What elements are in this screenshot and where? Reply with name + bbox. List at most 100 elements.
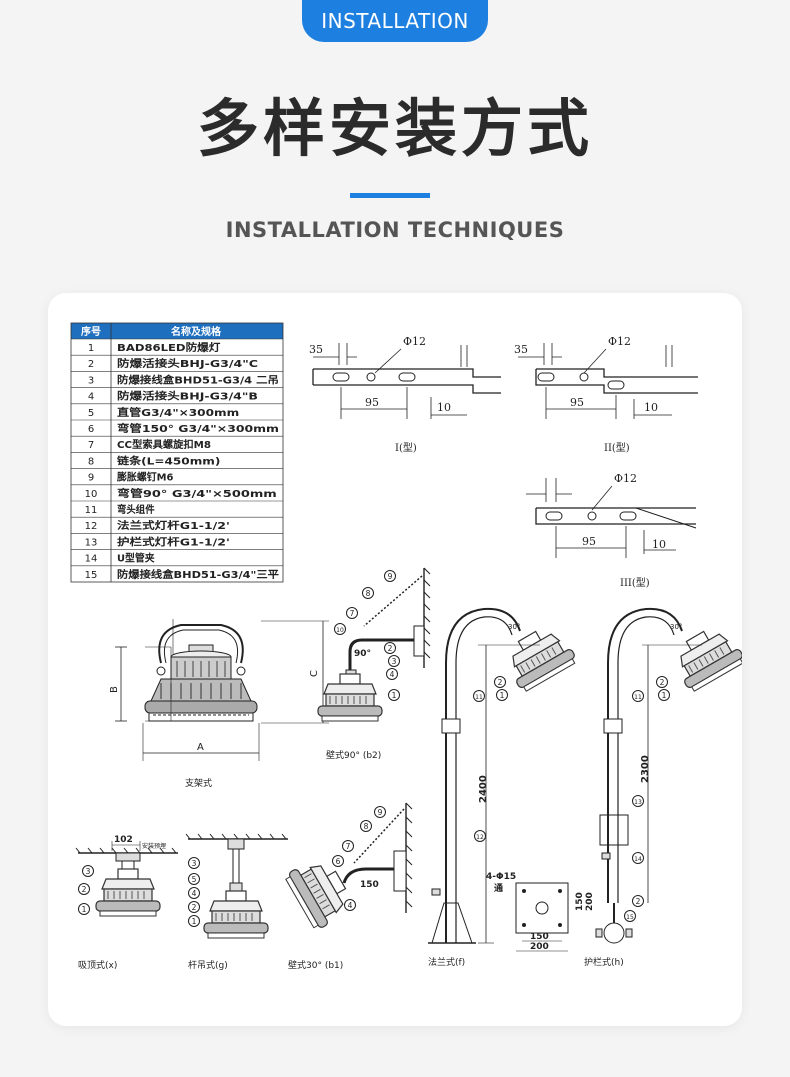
callout-number: 2 [660, 678, 665, 687]
caption-flange: 法兰式(f) [428, 956, 465, 968]
table-row-name: 链条(L=450mm) [116, 454, 221, 467]
callout-number: 4 [390, 670, 395, 679]
callout-marker [188, 873, 200, 885]
caption-wall90: 壁式90° (b2) [326, 749, 381, 761]
callout-number: 3 [86, 867, 91, 876]
caption-guardrail: 护栏式(h) [584, 956, 624, 968]
dim-150: 150 [360, 880, 379, 890]
dim-10: 10 [652, 538, 666, 551]
table-row-no: 7 [88, 440, 94, 451]
table-row-name: 膨胀螺钉M6 [117, 471, 173, 484]
callout-number: 13 [634, 799, 642, 806]
callout-marker [388, 655, 400, 667]
table-row-no: 10 [85, 489, 98, 500]
table-row-no: 2 [88, 359, 94, 370]
title-underline [350, 193, 430, 198]
callout-number: 1 [82, 905, 87, 914]
table-row-no: 14 [85, 554, 98, 565]
table-header-no: 序号 [81, 325, 101, 338]
callout-marker [632, 795, 644, 807]
callout-marker [496, 689, 508, 701]
dim-phi12: Φ12 [608, 335, 631, 348]
callout-number: 7 [346, 842, 351, 851]
callout-number: 14 [634, 856, 642, 863]
callout-number: 9 [388, 572, 393, 581]
callout-number: 1 [392, 691, 397, 700]
dim-102: 102 [114, 835, 133, 845]
callout-marker [342, 840, 354, 852]
base-w1: 150 [530, 932, 549, 942]
table-row-no: 15 [85, 570, 98, 581]
installation-badge: INSTALLATION [302, 0, 488, 42]
callout-marker [334, 623, 346, 635]
callout-marker [632, 852, 644, 864]
dim-2300: 2300 [640, 755, 651, 783]
table-row-name: 防爆接线盒BHD51-G3/4"三平 [117, 568, 279, 581]
callout-number: 4 [192, 889, 197, 898]
table-row-no: 1 [88, 343, 94, 354]
callout-number: 2 [498, 678, 503, 687]
dim-B: B [109, 686, 120, 693]
callout-marker [362, 587, 374, 599]
callout-marker [188, 901, 200, 913]
table-row-name: 防爆接线盒BHD51-G3/4 二吊 [117, 373, 279, 386]
callout-number: 3 [392, 657, 397, 666]
table-row-no: 5 [88, 408, 94, 419]
callout-number: 1 [500, 691, 505, 700]
callout-marker [386, 668, 398, 680]
callout-number: 2 [636, 897, 641, 906]
rail-type-label: III(型) [620, 576, 650, 589]
table-row-name: BAD86LED防爆灯 [117, 341, 220, 354]
dim-A: A [197, 742, 204, 753]
callout-number: 1 [662, 691, 667, 700]
rail-type-label: II(型) [604, 441, 630, 454]
table-row-no: 12 [85, 521, 98, 532]
callout-marker [344, 899, 356, 911]
table-row-name: 法兰式灯杆G1-1/2' [117, 519, 230, 532]
dim-10: 10 [644, 401, 658, 414]
rod-suspension-drawing: 杆吊式(g) [185, 833, 288, 971]
dim-C: C [309, 670, 320, 677]
callout-marker [78, 903, 90, 915]
callout-number: 9 [378, 808, 383, 817]
callout-marker [474, 830, 486, 842]
dim-95: 95 [365, 396, 379, 409]
holes-note: 通 [494, 882, 503, 894]
table-row-name: 防爆活接头BHJ-G3/4"B [117, 390, 258, 403]
rail-type-2: 35 Φ12 95 10 II(型) [514, 335, 698, 454]
callout-number: 2 [388, 644, 393, 653]
table-row-no: 8 [88, 456, 94, 467]
dim-35: 35 [514, 343, 528, 356]
guardrail-pole-drawing: 2300 30° 护栏式(h) [584, 607, 742, 968]
callout-number: 8 [364, 822, 369, 831]
callout-marker [384, 570, 396, 582]
callout-marker [494, 676, 506, 688]
table-row-name: 直管G3/4"×300mm [117, 406, 239, 419]
table-row-name: 弯管150° G3/4"×300mm [117, 422, 279, 435]
page-title: 多样安装方式 [196, 92, 593, 165]
callout-marker [78, 883, 90, 895]
callout-number: 3 [192, 859, 197, 868]
bracket-mount-drawing: B C A 支架式 [109, 619, 329, 789]
caption-rod: 杆吊式(g) [188, 959, 228, 971]
callout-number: 2 [192, 903, 197, 912]
callout-number: 1 [192, 917, 197, 926]
wall-90-drawing: 90° 壁式90° (b2) [317, 567, 431, 761]
dim-95: 95 [570, 396, 584, 409]
caption-bracket: 支架式 [185, 777, 212, 789]
callout-number: 7 [350, 609, 355, 618]
dim-35: 35 [309, 343, 323, 356]
flange-base-plate: 4-Φ15 通 150 200 150 200 [486, 872, 595, 952]
callout-marker [188, 887, 200, 899]
callout-number: 10 [336, 627, 344, 634]
wall-30-drawing: 150 壁式30° (b1) [283, 802, 413, 971]
callout-number: 2 [82, 885, 87, 894]
dim-2400: 2400 [478, 775, 489, 803]
callout-marker [332, 855, 344, 867]
table-row-no: 13 [85, 537, 98, 548]
rail-type-label: I(型) [395, 441, 417, 454]
